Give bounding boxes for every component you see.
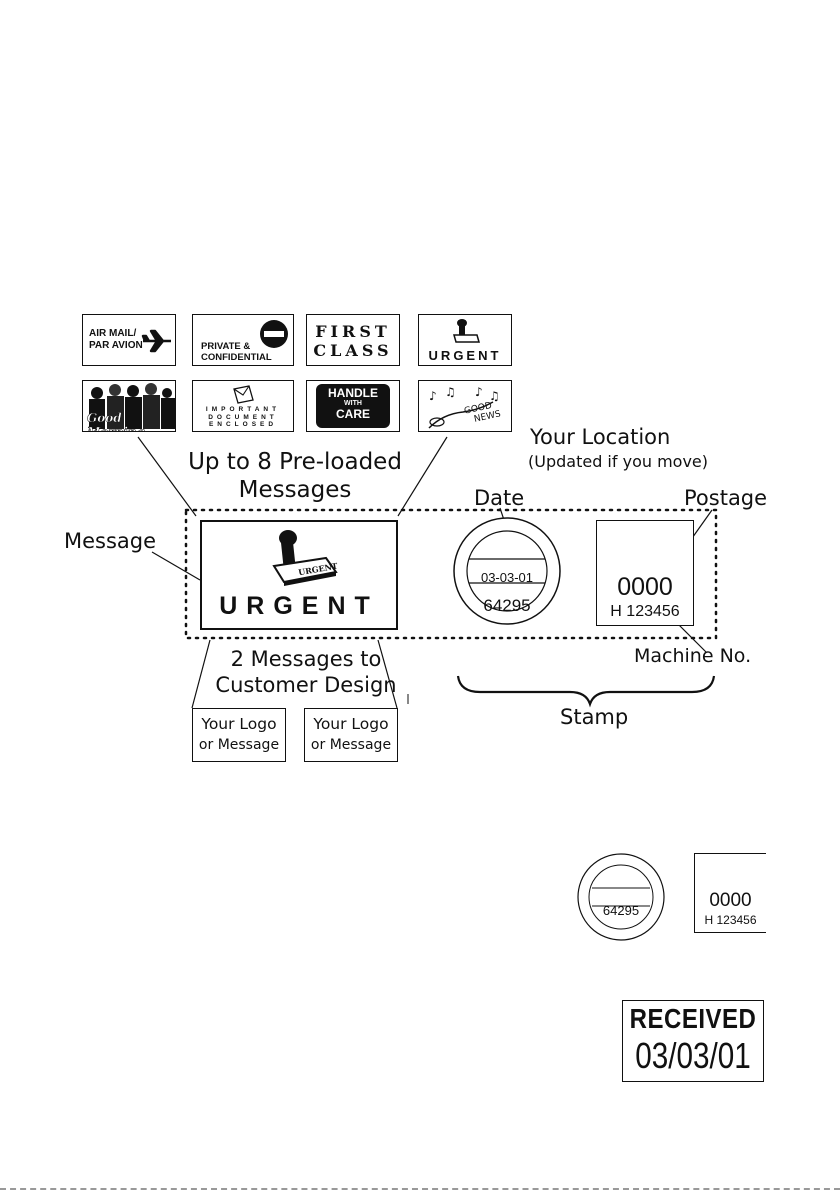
custom-pointer-right — [377, 639, 398, 709]
your-location-label: Your Location — [530, 425, 671, 449]
message-pointer — [151, 551, 201, 581]
rubber-stamp-large-icon — [272, 530, 338, 586]
received-title: RECEIVED — [629, 1003, 757, 1035]
main-message-box: URGENT URGENT — [200, 520, 398, 630]
preloaded-label: Up to 8 Pre-loaded Messages — [170, 448, 420, 504]
handle-care-line3: CARE — [335, 407, 370, 421]
updated-label: (Updated if you move) — [528, 452, 709, 471]
custom-message-2-line1: Your Logo — [313, 715, 389, 733]
small-stamp-code: 64295 — [602, 903, 640, 918]
handle-care-badge: HANDLE WITH CARE — [316, 384, 390, 428]
important-line2: DOCUMENT — [208, 413, 278, 421]
date-stamp-date: 03-03-01 — [480, 570, 534, 585]
machine-no-label: Machine No. — [634, 645, 752, 667]
handle-care-message: HANDLE WITH CARE — [306, 380, 400, 432]
airplane-icon — [141, 329, 171, 353]
stamp-label: Stamp — [560, 705, 629, 729]
svg-text:♫: ♫ — [445, 385, 456, 399]
music-notes-icon: ♪ ♫ ♪ ♫ — [428, 385, 500, 429]
private-line2: CONFIDENTIAL — [201, 352, 272, 363]
airmail-text: AIR MAIL/ PAR AVION — [89, 328, 143, 352]
document-icon — [233, 385, 254, 404]
page-bottom-edge — [0, 1188, 840, 1190]
small-postage-machine: H 123456 — [704, 913, 757, 927]
private-line1: PRIVATE & — [201, 341, 251, 352]
postage-machine-no: H 123456 — [610, 603, 680, 620]
important-line3: ENCLOSED — [208, 421, 278, 428]
small-postage-amount: 0000 — [709, 890, 752, 911]
private-message: PRIVATE & CONFIDENTIAL — [192, 314, 294, 366]
first-class-line1: FIRST — [315, 322, 391, 341]
handle-care-line1: HANDLE — [328, 386, 378, 400]
message-label: Message — [64, 529, 157, 553]
custom-message-1-line1: Your Logo — [201, 715, 277, 733]
first-class-line2: CLASS — [313, 341, 393, 360]
private-text: PRIVATE & CONFIDENTIAL — [201, 341, 272, 363]
urgent-small-message: URGENT — [418, 314, 512, 366]
customer-label-line2: Customer Design — [215, 673, 397, 697]
stamp-area-frame — [184, 508, 718, 640]
important-message: IMPORTANT DOCUMENT ENCLOSED — [192, 380, 294, 432]
first-class-text: FIRST CLASS — [307, 322, 399, 360]
received-stamp: RECEIVED 03/03/01 — [622, 1000, 764, 1082]
custom-message-1-text: Your Logo or Message — [193, 714, 285, 756]
date-stamp-inner-ring — [466, 530, 548, 612]
urgent-small-text: URGENT — [428, 348, 502, 363]
main-message-text: URGENT — [219, 592, 379, 620]
svg-text:♪: ♪ — [429, 389, 437, 403]
custom-message-1-line2: or Message — [198, 737, 280, 753]
postage-stamp: 0000 H 123456 — [596, 520, 694, 626]
airmail-line2: PAR AVION — [89, 340, 143, 351]
postage-label: Postage — [684, 486, 768, 510]
custom-pointer-left — [191, 639, 211, 709]
custom-message-2-text: Your Logo or Message — [305, 714, 397, 756]
postage-amount: 0000 — [617, 573, 673, 601]
small-postage-stamp: 0000 H 123456 — [694, 853, 766, 933]
date-stamp-code: 64295 — [483, 596, 531, 615]
small-date-stamp — [577, 853, 665, 941]
good-morning-text: Good Morning — [87, 411, 146, 432]
pointer-line-left — [137, 436, 197, 517]
machine-pointer — [675, 621, 707, 653]
date-stamp — [453, 517, 561, 625]
date-label: Date — [474, 486, 525, 510]
important-text: IMPORTANT DOCUMENT ENCLOSED — [193, 406, 293, 429]
important-line1: IMPORTANT — [205, 406, 281, 413]
customer-label-line1: 2 Messages to — [230, 647, 382, 671]
pointer-line-right — [397, 436, 448, 517]
preloaded-label-line1: Up to 8 Pre-loaded — [188, 449, 402, 475]
preloaded-label-line2: Messages — [238, 477, 352, 503]
custom-message-box-2: Your Logo or Message — [304, 708, 398, 762]
rubber-stamp-icon — [453, 319, 480, 343]
custom-message-box-1: Your Logo or Message — [192, 708, 286, 762]
first-class-message: FIRST CLASS — [306, 314, 400, 366]
people-photo-icon — [89, 383, 175, 429]
stamp-brace — [456, 675, 716, 708]
airmail-line1: AIR MAIL/ — [89, 328, 137, 339]
customer-design-label: 2 Messages to Customer Design — [186, 646, 426, 698]
svg-text:♪: ♪ — [475, 385, 483, 399]
svg-text:♫: ♫ — [489, 389, 500, 403]
no-entry-icon — [260, 320, 288, 348]
received-date: 03/03/01 — [635, 1035, 751, 1076]
good-news-message: ♪ ♫ ♪ ♫ GOOD NEWS — [418, 380, 512, 432]
airmail-message: AIR MAIL/ PAR AVION — [82, 314, 176, 366]
good-morning-message: Good Morning — [82, 380, 176, 432]
handle-care-line2: WITH — [344, 400, 362, 407]
custom-message-2-line2: or Message — [310, 737, 392, 753]
